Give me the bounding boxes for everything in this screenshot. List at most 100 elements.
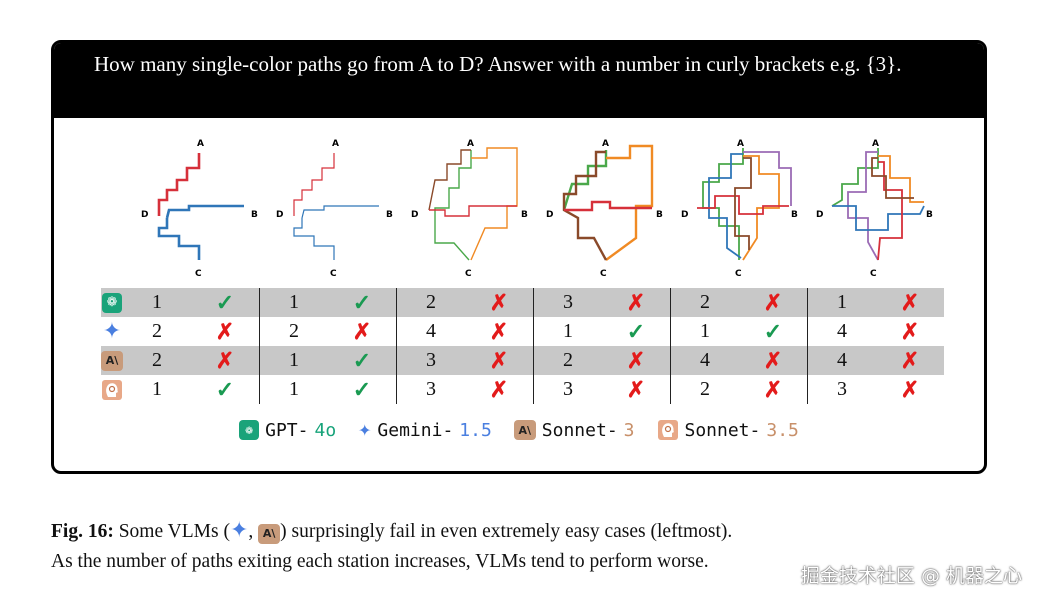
result-cell: 1✓ [259,346,396,375]
station-label-b: B [791,210,798,220]
subway-path [428,149,471,211]
cross-icon: ✗ [489,289,509,316]
row-icon-cell: A\ [101,350,123,371]
station-label-c: C [465,269,472,279]
legend-model-version: 3 [623,419,635,441]
answer-value: 4 [837,320,847,342]
answer-value: 4 [426,320,436,342]
result-cell: 1✓ [259,375,396,404]
anthropic-icon: A\ [513,420,536,440]
result-cell: 2✗ [259,317,396,346]
result-cell: 2✗ [123,317,259,346]
legend-model-name: Sonnet- [541,419,618,441]
station-label-b: B [521,210,528,220]
row-icon-cell [101,379,123,401]
head-icon [101,379,123,401]
answer-value: 1 [289,349,299,371]
result-cell: 1✓ [123,375,259,404]
subway-path [157,218,201,260]
row-icon-cell: ✦ [101,320,123,342]
figure-card: How many single-color paths go from A to… [51,40,987,474]
legend-item: A\Sonnet-3 [513,419,635,441]
answer-value: 2 [289,320,299,342]
check-icon: ✓ [352,289,372,316]
gemini-star-icon: ✦ [358,417,372,442]
legend-item: ❁GPT-4o [239,420,336,441]
cross-icon: ✗ [763,289,783,316]
station-label-d: D [411,210,418,220]
answer-value: 1 [289,378,299,400]
cross-icon: ✗ [489,318,509,345]
answer-value: 2 [563,349,573,371]
check-icon: ✓ [352,347,372,374]
gpt-icon: ❁ [102,292,122,313]
subway-path [697,195,789,215]
answer-value: 1 [289,291,299,313]
station-label-d: D [141,210,148,220]
cross-icon: ✗ [626,347,646,374]
legend-model-version: 4o [314,419,337,441]
legend-item: Sonnet-3.5 [657,419,799,441]
answer-value: 2 [426,291,436,313]
result-cell: 2✗ [533,346,670,375]
answer-value: 2 [152,320,162,342]
result-cell: 4✗ [807,346,944,375]
check-icon: ✓ [215,376,235,403]
answer-value: 2 [700,378,710,400]
result-cell: 3✗ [396,375,533,404]
cross-icon: ✗ [215,318,235,345]
gemini-star-icon: ✦ [229,517,249,542]
subway-path [832,205,925,231]
subway-path [847,151,879,261]
answer-value: 3 [426,349,436,371]
result-cell: 3✗ [396,346,533,375]
cross-icon: ✗ [900,318,920,345]
station-label-d: D [276,210,283,220]
caption-line-2: As the number of paths exiting each stat… [51,551,709,572]
subway-path [562,150,608,261]
cross-icon: ✗ [489,376,509,403]
station-label-c: C [600,269,607,279]
station-label-a: A [332,139,339,149]
answer-value: 1 [700,320,710,342]
legend-model-version: 3.5 [766,419,799,441]
cross-icon: ✗ [900,347,920,374]
answer-value: 4 [837,349,847,371]
station-label-a: A [737,139,744,149]
cross-icon: ✗ [763,347,783,374]
figure-caption: Fig. 16: Some VLMs (✦, A\) surprisingly … [51,517,1011,577]
caption-comma: , [248,521,259,542]
cross-icon: ✗ [900,289,920,316]
subway-path [742,155,780,261]
result-cell: 1✓ [533,317,670,346]
cross-icon: ✗ [489,347,509,374]
caption-text-2: ) surprisingly fail in even extremely ea… [280,521,733,542]
station-label-b: B [656,210,663,220]
answer-value: 3 [426,378,436,400]
answer-value: 2 [700,291,710,313]
result-cell: 3✗ [533,375,670,404]
subway-path [293,218,335,260]
station-label-a: A [197,139,204,149]
station-label-c: C [735,269,742,279]
station-label-d: D [546,210,553,220]
cross-icon: ✗ [215,347,235,374]
answer-value: 1 [152,291,162,313]
subway-path [293,153,335,216]
result-cell: 4✗ [396,317,533,346]
caption-label: Fig. 16: [51,521,114,542]
station-label-d: D [681,210,688,220]
result-cell: 4✗ [807,317,944,346]
answer-value: 1 [152,378,162,400]
answer-value: 2 [152,349,162,371]
answer-value: 3 [837,378,847,400]
result-cell: 1✗ [807,288,944,317]
result-cell: 2✗ [670,288,807,317]
subway-path [831,148,879,207]
question-banner: How many single-color paths go from A to… [54,43,984,118]
gpt-icon: ❁ [239,420,260,440]
